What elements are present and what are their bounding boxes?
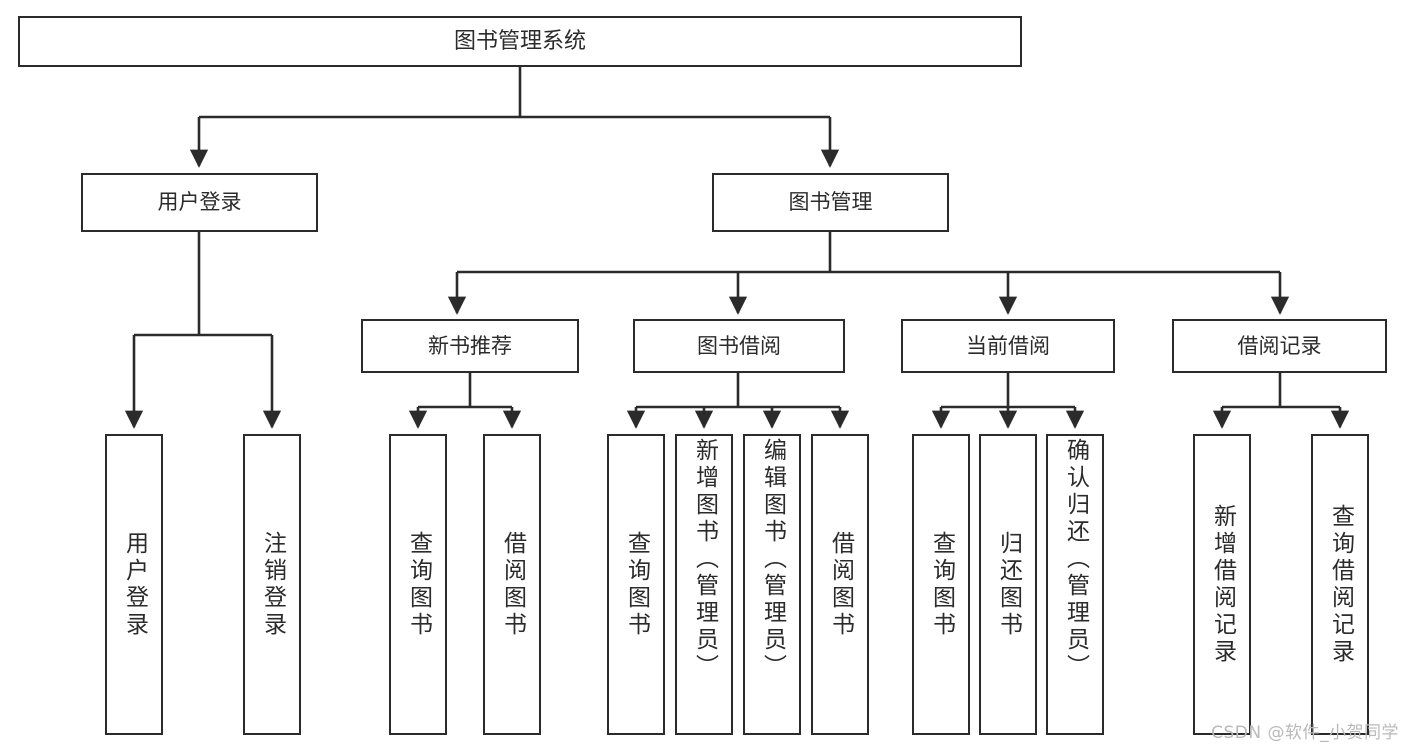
leaf-user-login-logout[interactable]: 注销登录	[243, 434, 301, 735]
leaf-label: 编辑图书（管理员）	[759, 438, 786, 681]
node-user-login[interactable]: 用户登录	[81, 173, 318, 232]
node-user-login-label: 用户登录	[157, 190, 242, 214]
node-current-borrow-label: 当前借阅	[966, 333, 1050, 358]
node-borrow-record[interactable]: 借阅记录	[1172, 319, 1387, 373]
node-book-manage[interactable]: 图书管理	[712, 173, 949, 232]
leaf-book-borrow-edit[interactable]: 编辑图书（管理员）	[743, 434, 801, 735]
node-new-book-recommend[interactable]: 新书推荐	[361, 319, 579, 373]
node-new-book-recommend-label: 新书推荐	[428, 333, 512, 358]
leaf-label: 新增借阅记录	[1209, 503, 1236, 666]
leaf-label: 借阅图书	[499, 530, 526, 639]
leaf-new-book-borrow[interactable]: 借阅图书	[483, 434, 541, 735]
leaf-label: 归还图书	[995, 530, 1022, 639]
leaf-book-borrow-query[interactable]: 查询图书	[607, 434, 665, 735]
node-book-manage-label: 图书管理	[788, 190, 873, 214]
leaf-label: 查询图书	[405, 530, 432, 639]
leaf-label: 注销登录	[259, 530, 286, 639]
leaf-user-login-login[interactable]: 用户登录	[105, 434, 163, 735]
leaf-current-borrow-return[interactable]: 归还图书	[979, 434, 1037, 735]
node-book-borrow-label: 图书借阅	[697, 333, 781, 358]
node-root-label: 图书管理系统	[453, 28, 586, 54]
leaf-book-borrow-add[interactable]: 新增图书（管理员）	[675, 434, 733, 735]
leaf-label: 查询借阅记录	[1327, 503, 1354, 666]
leaf-label: 查询图书	[623, 530, 650, 639]
leaf-label: 借阅图书	[827, 530, 854, 639]
leaf-new-book-query[interactable]: 查询图书	[389, 434, 447, 735]
node-borrow-record-label: 借阅记录	[1237, 333, 1322, 358]
leaf-label: 确认归还（管理员）	[1062, 438, 1089, 681]
leaf-label: 用户登录	[121, 530, 148, 639]
node-book-borrow[interactable]: 图书借阅	[633, 319, 845, 373]
leaf-label: 查询图书	[928, 530, 955, 639]
leaf-borrow-record-query[interactable]: 查询借阅记录	[1311, 434, 1369, 735]
leaf-current-borrow-confirm[interactable]: 确认归还（管理员）	[1046, 434, 1104, 735]
node-current-borrow[interactable]: 当前借阅	[901, 319, 1115, 373]
node-root[interactable]: 图书管理系统	[18, 16, 1022, 67]
leaf-current-borrow-query[interactable]: 查询图书	[912, 434, 970, 735]
leaf-book-borrow-borrow[interactable]: 借阅图书	[811, 434, 869, 735]
leaf-label: 新增图书（管理员）	[691, 438, 718, 681]
leaf-borrow-record-add[interactable]: 新增借阅记录	[1193, 434, 1251, 735]
